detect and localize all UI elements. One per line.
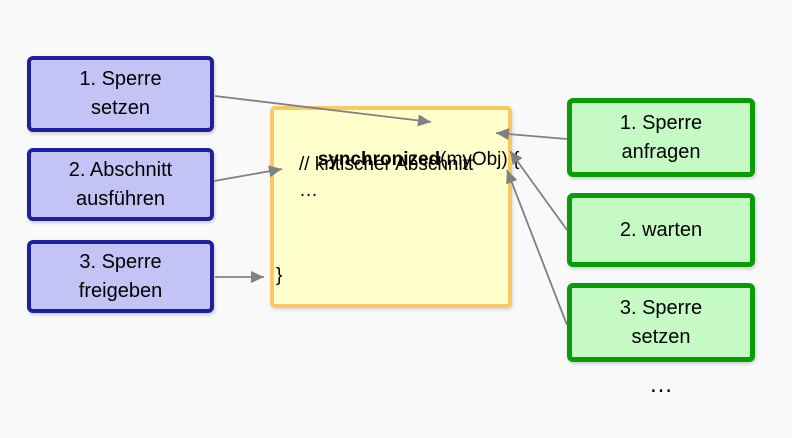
- right-step-box-3: 3. Sperre setzen: [567, 283, 755, 362]
- left-step-label-1: 1. Sperre setzen: [79, 68, 162, 119]
- code-line-ellipsis: …: [299, 180, 318, 201]
- arrow-right-3-to-code: [506, 169, 568, 326]
- left-step-box-1: 1. Sperre setzen: [27, 56, 214, 132]
- code-line-synchronized: synchronized(myObj) {: [286, 127, 520, 193]
- right-step-label-2: 2. warten: [619, 218, 703, 241]
- right-step-label-1: 1. Sperre anfragen: [619, 111, 703, 163]
- right-step-label-3: 3. Sperre setzen: [619, 296, 703, 348]
- code-line-comment: // kritischer Abschnitt: [299, 154, 474, 175]
- code-line-closing-brace: }: [276, 265, 283, 286]
- code-keyword: synchronized: [317, 149, 441, 170]
- left-step-label-3: 3. Sperre freigeben: [78, 250, 163, 302]
- right-step-box-2: 2. warten: [567, 193, 755, 267]
- code-box: synchronized(myObj) { // kritischer Absc…: [270, 106, 519, 308]
- continuation-ellipsis: …: [649, 371, 673, 398]
- left-step-box-2: 2. Abschnitt ausführen: [27, 148, 214, 221]
- left-step-label-2: 2. Abschnitt ausführen: [68, 158, 173, 210]
- right-step-box-1: 1. Sperre anfragen: [567, 98, 755, 177]
- left-step-box-3: 3. Sperre freigeben: [27, 240, 214, 313]
